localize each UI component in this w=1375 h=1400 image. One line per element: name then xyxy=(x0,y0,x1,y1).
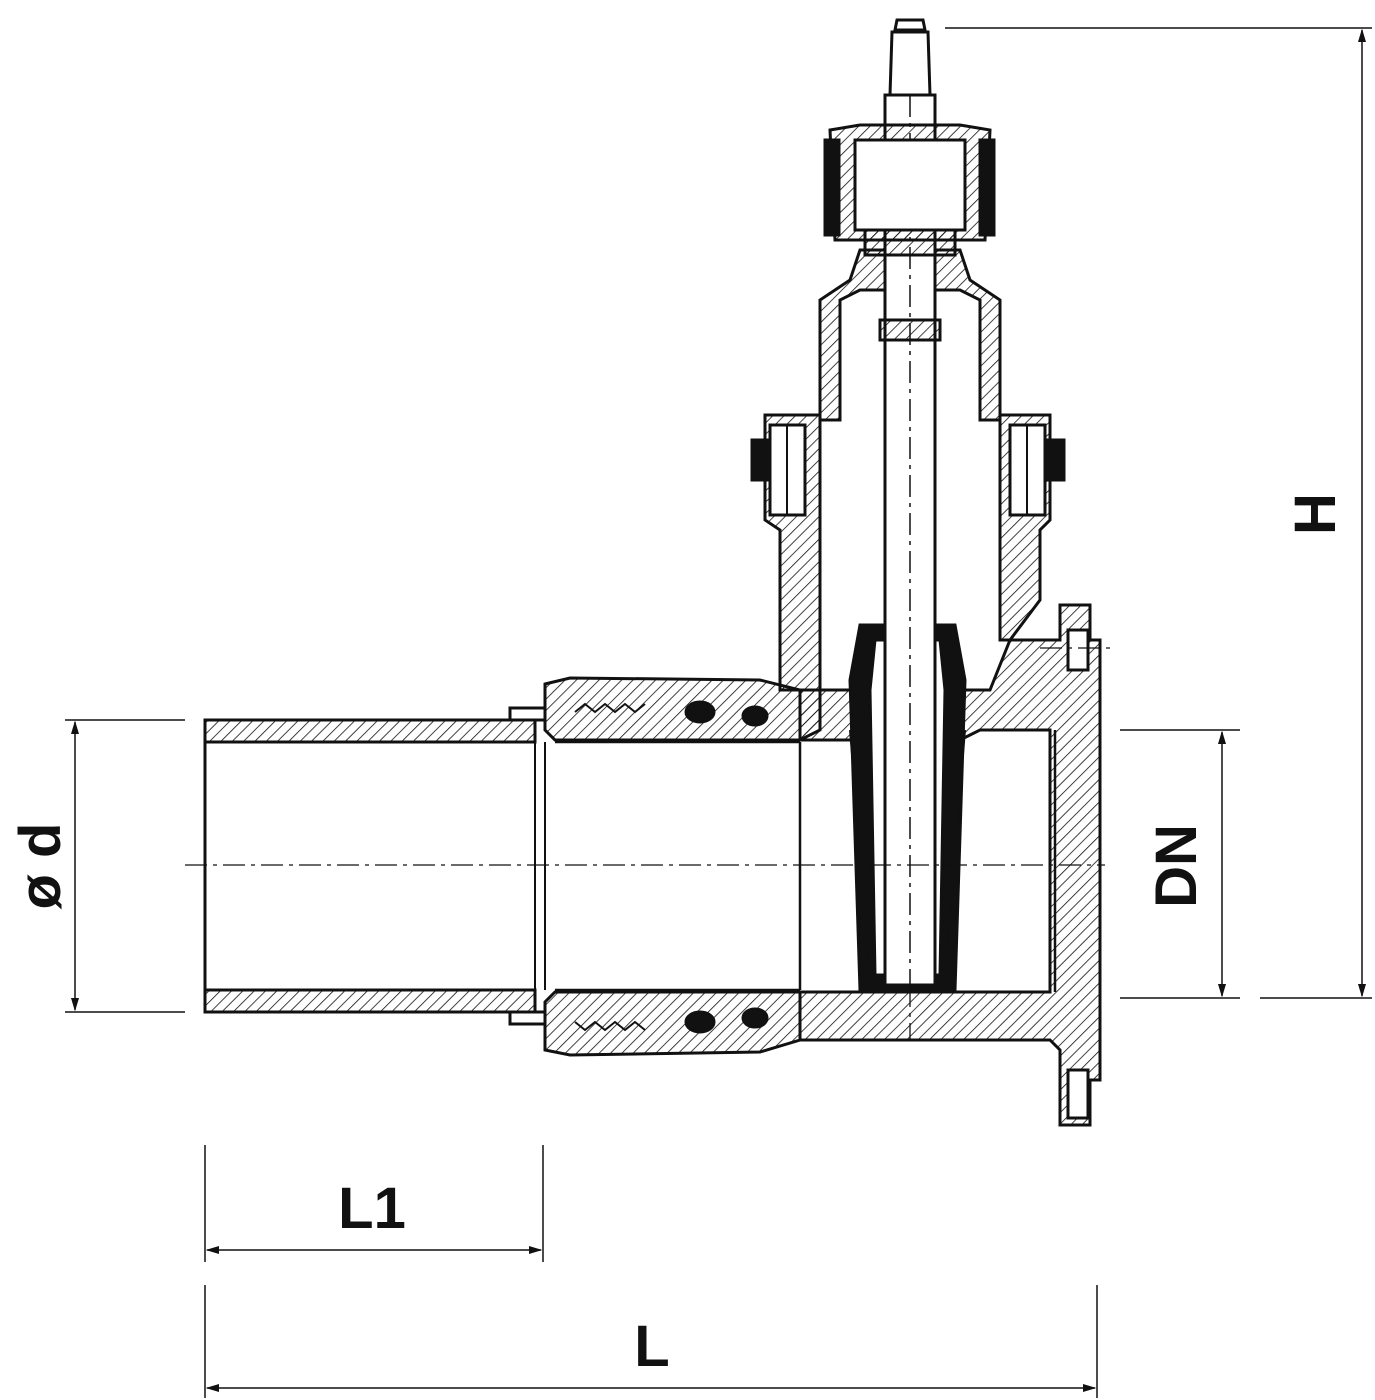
dimension-pipe-diameter xyxy=(65,719,185,1013)
bore xyxy=(555,740,802,992)
pipe-spigot xyxy=(203,718,546,1014)
stem-cap xyxy=(823,18,996,242)
bonnet xyxy=(750,248,1066,743)
label-height: H xyxy=(1283,493,1348,535)
label-pipe-diameter: ø d xyxy=(8,823,73,910)
centerlines xyxy=(185,647,1115,1040)
label-overall-length: L xyxy=(634,1314,669,1379)
dimension-nominal-diameter xyxy=(1120,729,1240,999)
label-nominal-diameter: DN xyxy=(1144,824,1209,908)
label-socket-length: L1 xyxy=(338,1176,406,1241)
dimension-height xyxy=(945,27,1372,999)
dimension-overall-length xyxy=(204,1285,1098,1398)
dimension-socket-length xyxy=(204,1145,544,1262)
socket-coupling xyxy=(508,676,802,1057)
